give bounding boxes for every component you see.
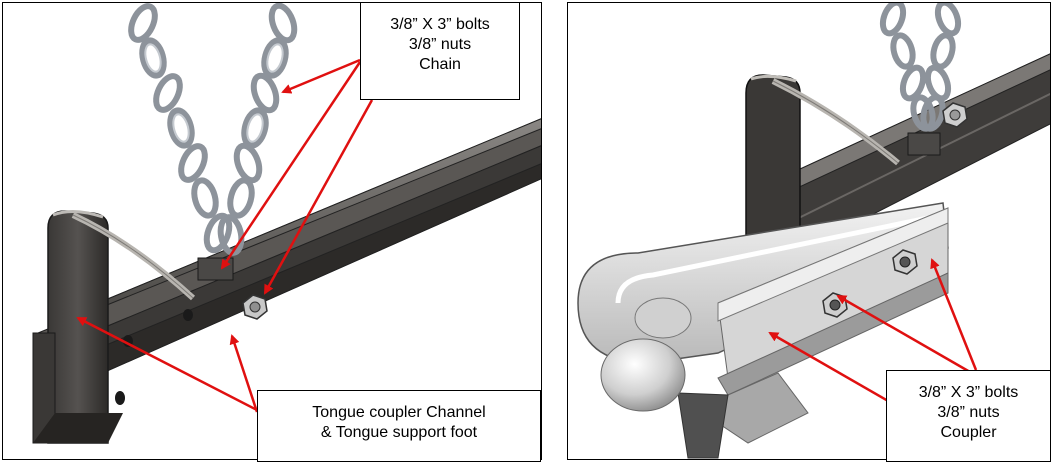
hitch-ball <box>600 338 686 412</box>
channel-hole <box>183 309 193 321</box>
bolt-nut <box>942 102 968 128</box>
callout-bolts-nuts-coupler: 3/8” X 3” bolts 3/8” nuts Coupler <box>886 370 1051 462</box>
callout-line: 3/8” X 3” bolts <box>918 384 1019 401</box>
chain <box>128 3 298 256</box>
callout-bolts-nuts-chain: 3/8” X 3” bolts 3/8” nuts Chain <box>360 2 520 100</box>
bolt-nut <box>892 249 918 275</box>
chain-bracket <box>197 257 234 281</box>
callout-tongue-coupler-channel: Tongue coupler Channel & Tongue support … <box>257 390 541 462</box>
callout-line: 3/8” nuts <box>408 36 472 53</box>
channel-hole <box>123 335 133 347</box>
callout-line: 3/8” nuts <box>937 404 1000 421</box>
callout-line: Coupler <box>940 424 997 441</box>
callout-line: Tongue coupler Channel <box>312 404 486 421</box>
chain-bracket <box>907 132 941 156</box>
chain <box>879 3 962 132</box>
channel-hole <box>115 391 125 405</box>
callout-line: Chain <box>419 56 461 73</box>
bolt-nut <box>242 294 268 320</box>
callout-line: & Tongue support foot <box>320 424 478 441</box>
callout-line: 3/8” X 3” bolts <box>390 16 490 33</box>
